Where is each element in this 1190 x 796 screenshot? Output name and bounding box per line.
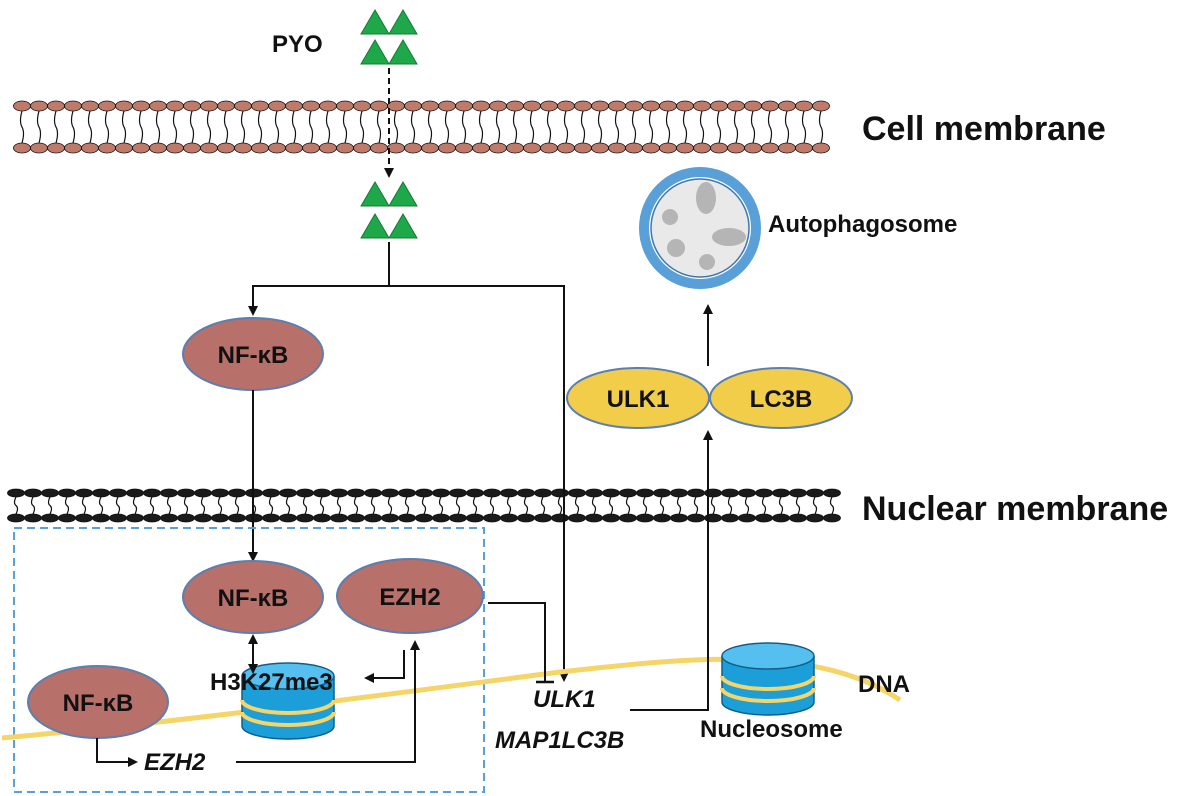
pyo-to-ulk1-arrow [389, 285, 569, 682]
nuclear-membrane-label: Nuclear membrane [862, 490, 1168, 528]
nucleosome-label: Nucleosome [700, 716, 843, 743]
dna-label: DNA [858, 671, 910, 698]
nfkb-cytoplasm-label: NF-κB [218, 342, 289, 369]
pyo-triangles-inside [360, 181, 418, 239]
ezh2-protein-label: EZH2 [379, 584, 440, 611]
pyo-label: PYO [272, 31, 323, 58]
ezh2-protein-node [336, 558, 484, 634]
cell-membrane-label: Cell membrane [862, 110, 1106, 148]
lc3b-protein-label: LC3B [750, 386, 813, 413]
ezh2-inhibits-ulk1 [488, 602, 546, 682]
nfkb-nucleus-node [182, 560, 324, 634]
nfkb-to-ezh2-gene-arrow [96, 738, 138, 767]
map1lc3b-gene-label: MAP1LC3B [495, 727, 624, 754]
cell-membrane [13, 100, 830, 154]
nucleosome-left [240, 662, 336, 740]
autophagosome-label: Autophagosome [768, 211, 957, 238]
gene-to-protein-arrow [630, 430, 713, 711]
nuclear-membrane [7, 488, 841, 523]
h3k27me3-label: H3K27me3 [210, 669, 333, 696]
pyo-triangles-outside [360, 9, 418, 65]
ezh2-to-h3k27me3-arrow [364, 650, 405, 683]
ulk1-protein-label: ULK1 [607, 386, 670, 413]
nuclear-region-box [13, 527, 485, 793]
pyo-to-nfkb-arrow [248, 242, 390, 316]
autophagosome [639, 167, 761, 289]
lc3b-protein-node [709, 367, 853, 429]
nfkb-dna-label: NF-κB [63, 690, 134, 717]
nfkb-nucleus-label: NF-κB [218, 585, 289, 612]
ezh2-gene-label: EZH2 [144, 749, 206, 776]
nucleosome-right [720, 642, 816, 716]
ezh2-gene-to-protein-arrow [236, 640, 420, 763]
ulk1-gene-label: ULK1 [533, 686, 596, 713]
